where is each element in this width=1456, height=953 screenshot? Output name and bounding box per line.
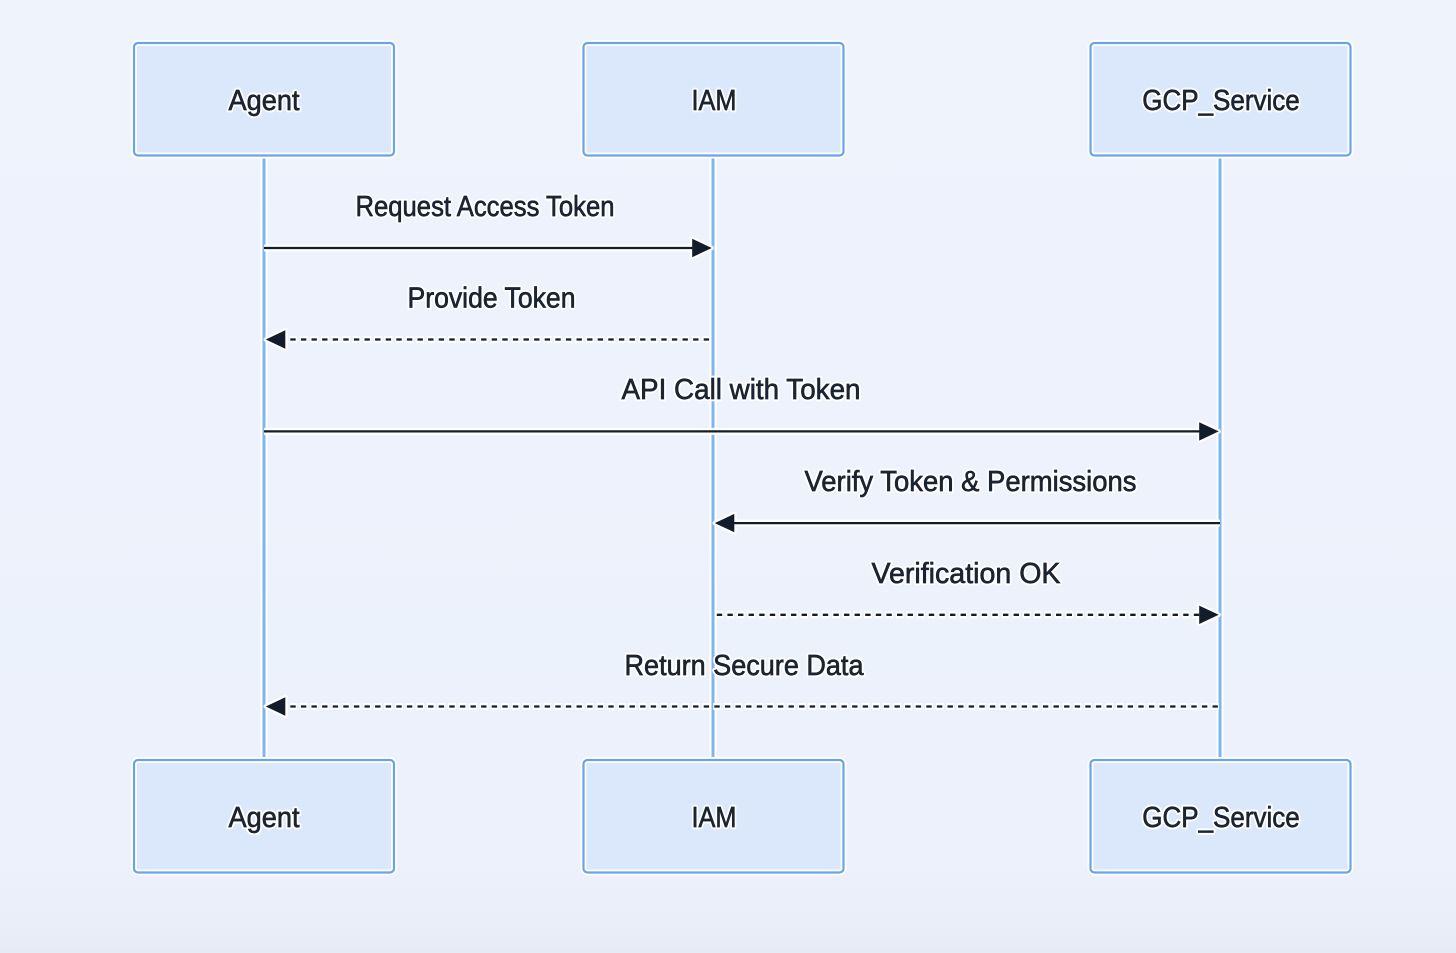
svg-text:GCP_Service: GCP_Service	[1142, 85, 1300, 117]
svg-text:Return Secure Data: Return Secure Data	[625, 650, 865, 682]
svg-text:Provide Token: Provide Token	[408, 283, 576, 315]
svg-text:Verification OK: Verification OK	[872, 558, 1062, 590]
svg-text:Verification OK: Verification OK	[872, 558, 1062, 590]
svg-text:API Call with Token: API Call with Token	[622, 374, 861, 406]
svg-text:IAM: IAM	[692, 85, 737, 117]
svg-text:Request Access Token: Request Access Token	[356, 191, 615, 223]
svg-text:Agent: Agent	[229, 85, 300, 117]
svg-text:GCP_Service: GCP_Service	[1142, 802, 1300, 834]
svg-text:Request Access Token: Request Access Token	[356, 191, 615, 223]
svg-text:Verify Token & Permissions: Verify Token & Permissions	[805, 466, 1137, 498]
svg-text:GCP_Service: GCP_Service	[1142, 85, 1300, 117]
svg-text:Return Secure Data: Return Secure Data	[625, 650, 865, 682]
svg-text:API Call with Token: API Call with Token	[622, 374, 861, 406]
svg-text:Agent: Agent	[229, 802, 300, 834]
svg-text:IAM: IAM	[692, 802, 737, 834]
svg-text:Agent: Agent	[229, 85, 300, 117]
svg-text:GCP_Service: GCP_Service	[1142, 802, 1300, 834]
svg-text:IAM: IAM	[692, 802, 737, 834]
svg-text:Provide Token: Provide Token	[408, 283, 576, 315]
svg-text:Verify Token & Permissions: Verify Token & Permissions	[805, 466, 1137, 498]
svg-text:Agent: Agent	[229, 802, 300, 834]
svg-text:IAM: IAM	[692, 85, 737, 117]
